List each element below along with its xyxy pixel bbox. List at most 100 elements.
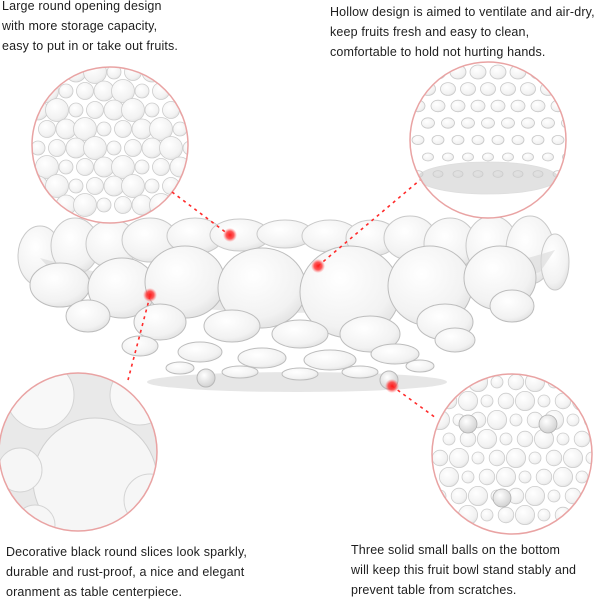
bowl-disc (491, 134, 505, 145)
bowl-disc (489, 289, 535, 323)
bowl-disc (134, 83, 150, 99)
bowl-disc (595, 395, 600, 407)
bowl-disc (481, 117, 495, 129)
bowl-disc (431, 134, 445, 145)
bowl-disc (434, 327, 476, 353)
bowl-disc (86, 177, 104, 195)
callout-connectors (127, 179, 437, 419)
bowl-disc (221, 365, 259, 379)
magnified-detail-hollow-icon (409, 61, 567, 219)
caption-large-opening: Large round opening design with more sto… (2, 0, 179, 53)
bowl-disc (411, 134, 425, 145)
bowl-disc (48, 67, 66, 81)
bowl-disc (32, 67, 46, 80)
bowl-disc (96, 121, 112, 137)
bowl-disc (457, 390, 478, 411)
bowl-disc (525, 485, 546, 506)
bowl-disc (76, 158, 94, 176)
bowl-disc (530, 99, 546, 113)
bowl-disc (560, 82, 566, 96)
bowl-disc (480, 394, 494, 408)
bowl-disc (191, 121, 208, 138)
bowl-disc (480, 508, 494, 522)
bowl-disc (271, 319, 329, 349)
foot-ball (538, 414, 558, 434)
bowl-disc (141, 137, 163, 159)
bowl-disc (38, 120, 56, 138)
bowl-disc (133, 303, 187, 341)
bowl-disc (73, 193, 97, 217)
bowl-disc (520, 82, 536, 96)
bowl-disc (522, 152, 534, 162)
bowl-disc (103, 175, 125, 197)
bowl-disc (65, 299, 111, 333)
bowl-disc (121, 98, 145, 122)
bowl-disc (405, 359, 435, 373)
bowl-disc (165, 361, 195, 375)
bowl-disc (518, 470, 532, 484)
bowl-disc (556, 432, 570, 446)
bowl-disc (593, 469, 600, 485)
bowl-disc (103, 99, 125, 121)
bowl-disc (45, 174, 69, 198)
bowl-disc (58, 83, 74, 99)
bowl-disc (564, 374, 582, 391)
bowl-disc (440, 392, 458, 410)
bowl-disc (339, 315, 401, 353)
bowl-disc (131, 118, 153, 140)
bowl-disc (93, 156, 115, 178)
bowl-disc (441, 117, 455, 129)
bowl-disc (566, 413, 580, 427)
bowl-disc (86, 101, 104, 119)
bowl-disc (121, 174, 145, 198)
bowl-disc (124, 139, 142, 157)
bowl-disc (471, 134, 485, 145)
bowl-disc (432, 449, 449, 467)
bowl-disc (48, 139, 66, 157)
bowl-disc (507, 374, 525, 391)
bowl-disc (144, 102, 160, 118)
bowl-disc (93, 80, 115, 102)
bowl-disc (179, 175, 188, 197)
foot-ball (492, 488, 512, 508)
bowl-disc (114, 196, 132, 214)
bowl-disc (585, 451, 592, 465)
bowl-disc (450, 374, 468, 391)
bowl-disc (121, 335, 159, 357)
bowl-disc (83, 67, 107, 84)
bowl-disc (582, 485, 592, 506)
bowl-disc (572, 390, 592, 411)
bowl-disc (537, 394, 551, 408)
bowl-disc (177, 341, 223, 363)
bowl-disc (489, 64, 507, 80)
bowl-disc (96, 197, 112, 213)
bowl-disc (528, 451, 542, 465)
bowl-disc (480, 82, 496, 96)
bowl-disc (152, 158, 170, 176)
bowl-disc (159, 67, 183, 84)
bowl-disc (134, 159, 150, 175)
bowl-disc (83, 136, 107, 160)
bowl-disc (449, 64, 467, 80)
bowl-disc (58, 159, 74, 175)
bowl-disc (203, 309, 261, 343)
bowl-disc (547, 489, 561, 503)
bowl-disc (537, 508, 551, 522)
bowl-disc (515, 504, 536, 525)
caption-bottom-balls: Three solid small balls on the bottom wi… (351, 543, 577, 597)
bowl-disc (563, 447, 584, 468)
magnified-detail-slices-icon (0, 372, 158, 532)
bowl-disc (430, 99, 446, 113)
bowl-disc (575, 470, 589, 484)
bowl-disc (515, 390, 536, 411)
bowl-disc (144, 178, 160, 194)
bowl-disc (450, 487, 468, 505)
bowl-disc (303, 349, 357, 371)
bowl-disc (111, 155, 135, 179)
bowl-disc (55, 118, 77, 140)
bowl-disc (510, 99, 526, 113)
bowl-disc (482, 152, 494, 162)
bowl-disc (499, 432, 513, 446)
bowl-disc (478, 468, 496, 486)
